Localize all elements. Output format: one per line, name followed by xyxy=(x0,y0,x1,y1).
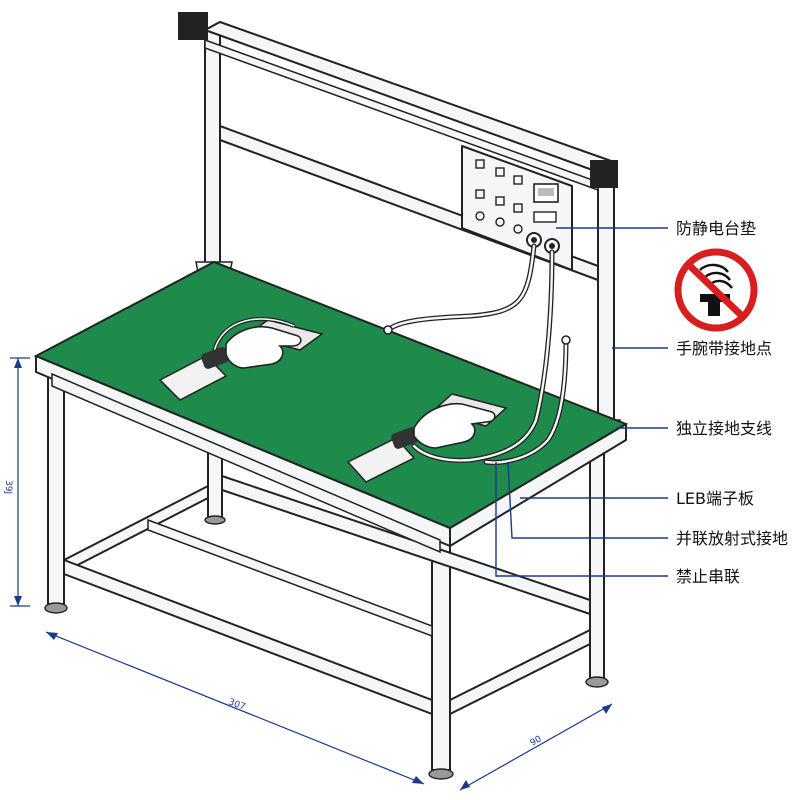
dim-depth-text: 90 xyxy=(529,734,544,748)
dim-length-text: 307 xyxy=(227,697,247,712)
top-left-cap xyxy=(178,12,208,40)
label-independent-line: 独立接地支线 xyxy=(676,419,772,438)
wrist-strap-right xyxy=(346,393,508,483)
dim-height-text: 39J xyxy=(3,480,13,494)
control-panel xyxy=(461,145,573,271)
label-no-series: 禁止串联 xyxy=(676,567,740,586)
ground-cables xyxy=(383,243,571,465)
left-hand-icon xyxy=(225,326,302,369)
label-terminal-board: LEB端子板 xyxy=(676,489,754,508)
table-legs xyxy=(44,371,609,780)
wrist-strap-left xyxy=(158,317,324,401)
label-wrist-point: 手腕带接地点 xyxy=(676,339,772,358)
dimension-height: 39J xyxy=(3,357,30,607)
label-mat: 防静电台垫 xyxy=(676,219,756,238)
callout-labels: 防静电台垫 手腕带接地点 独立接地支线 LEB端子板 并联放射式接地 禁止串联 xyxy=(676,219,788,586)
label-parallel-ground: 并联放射式接地 xyxy=(676,529,788,548)
top-right-cap xyxy=(590,160,618,188)
panel-switch xyxy=(533,211,557,223)
leader-lines xyxy=(495,227,668,577)
dimension-depth: 90 xyxy=(459,703,613,791)
antistatic-mat xyxy=(33,260,629,530)
dimension-length: 307 xyxy=(45,631,425,785)
right-hand-icon xyxy=(413,402,496,449)
no-series-prohibition-icon xyxy=(674,248,758,332)
table-top xyxy=(33,260,629,554)
mat-ground-point xyxy=(383,325,393,335)
